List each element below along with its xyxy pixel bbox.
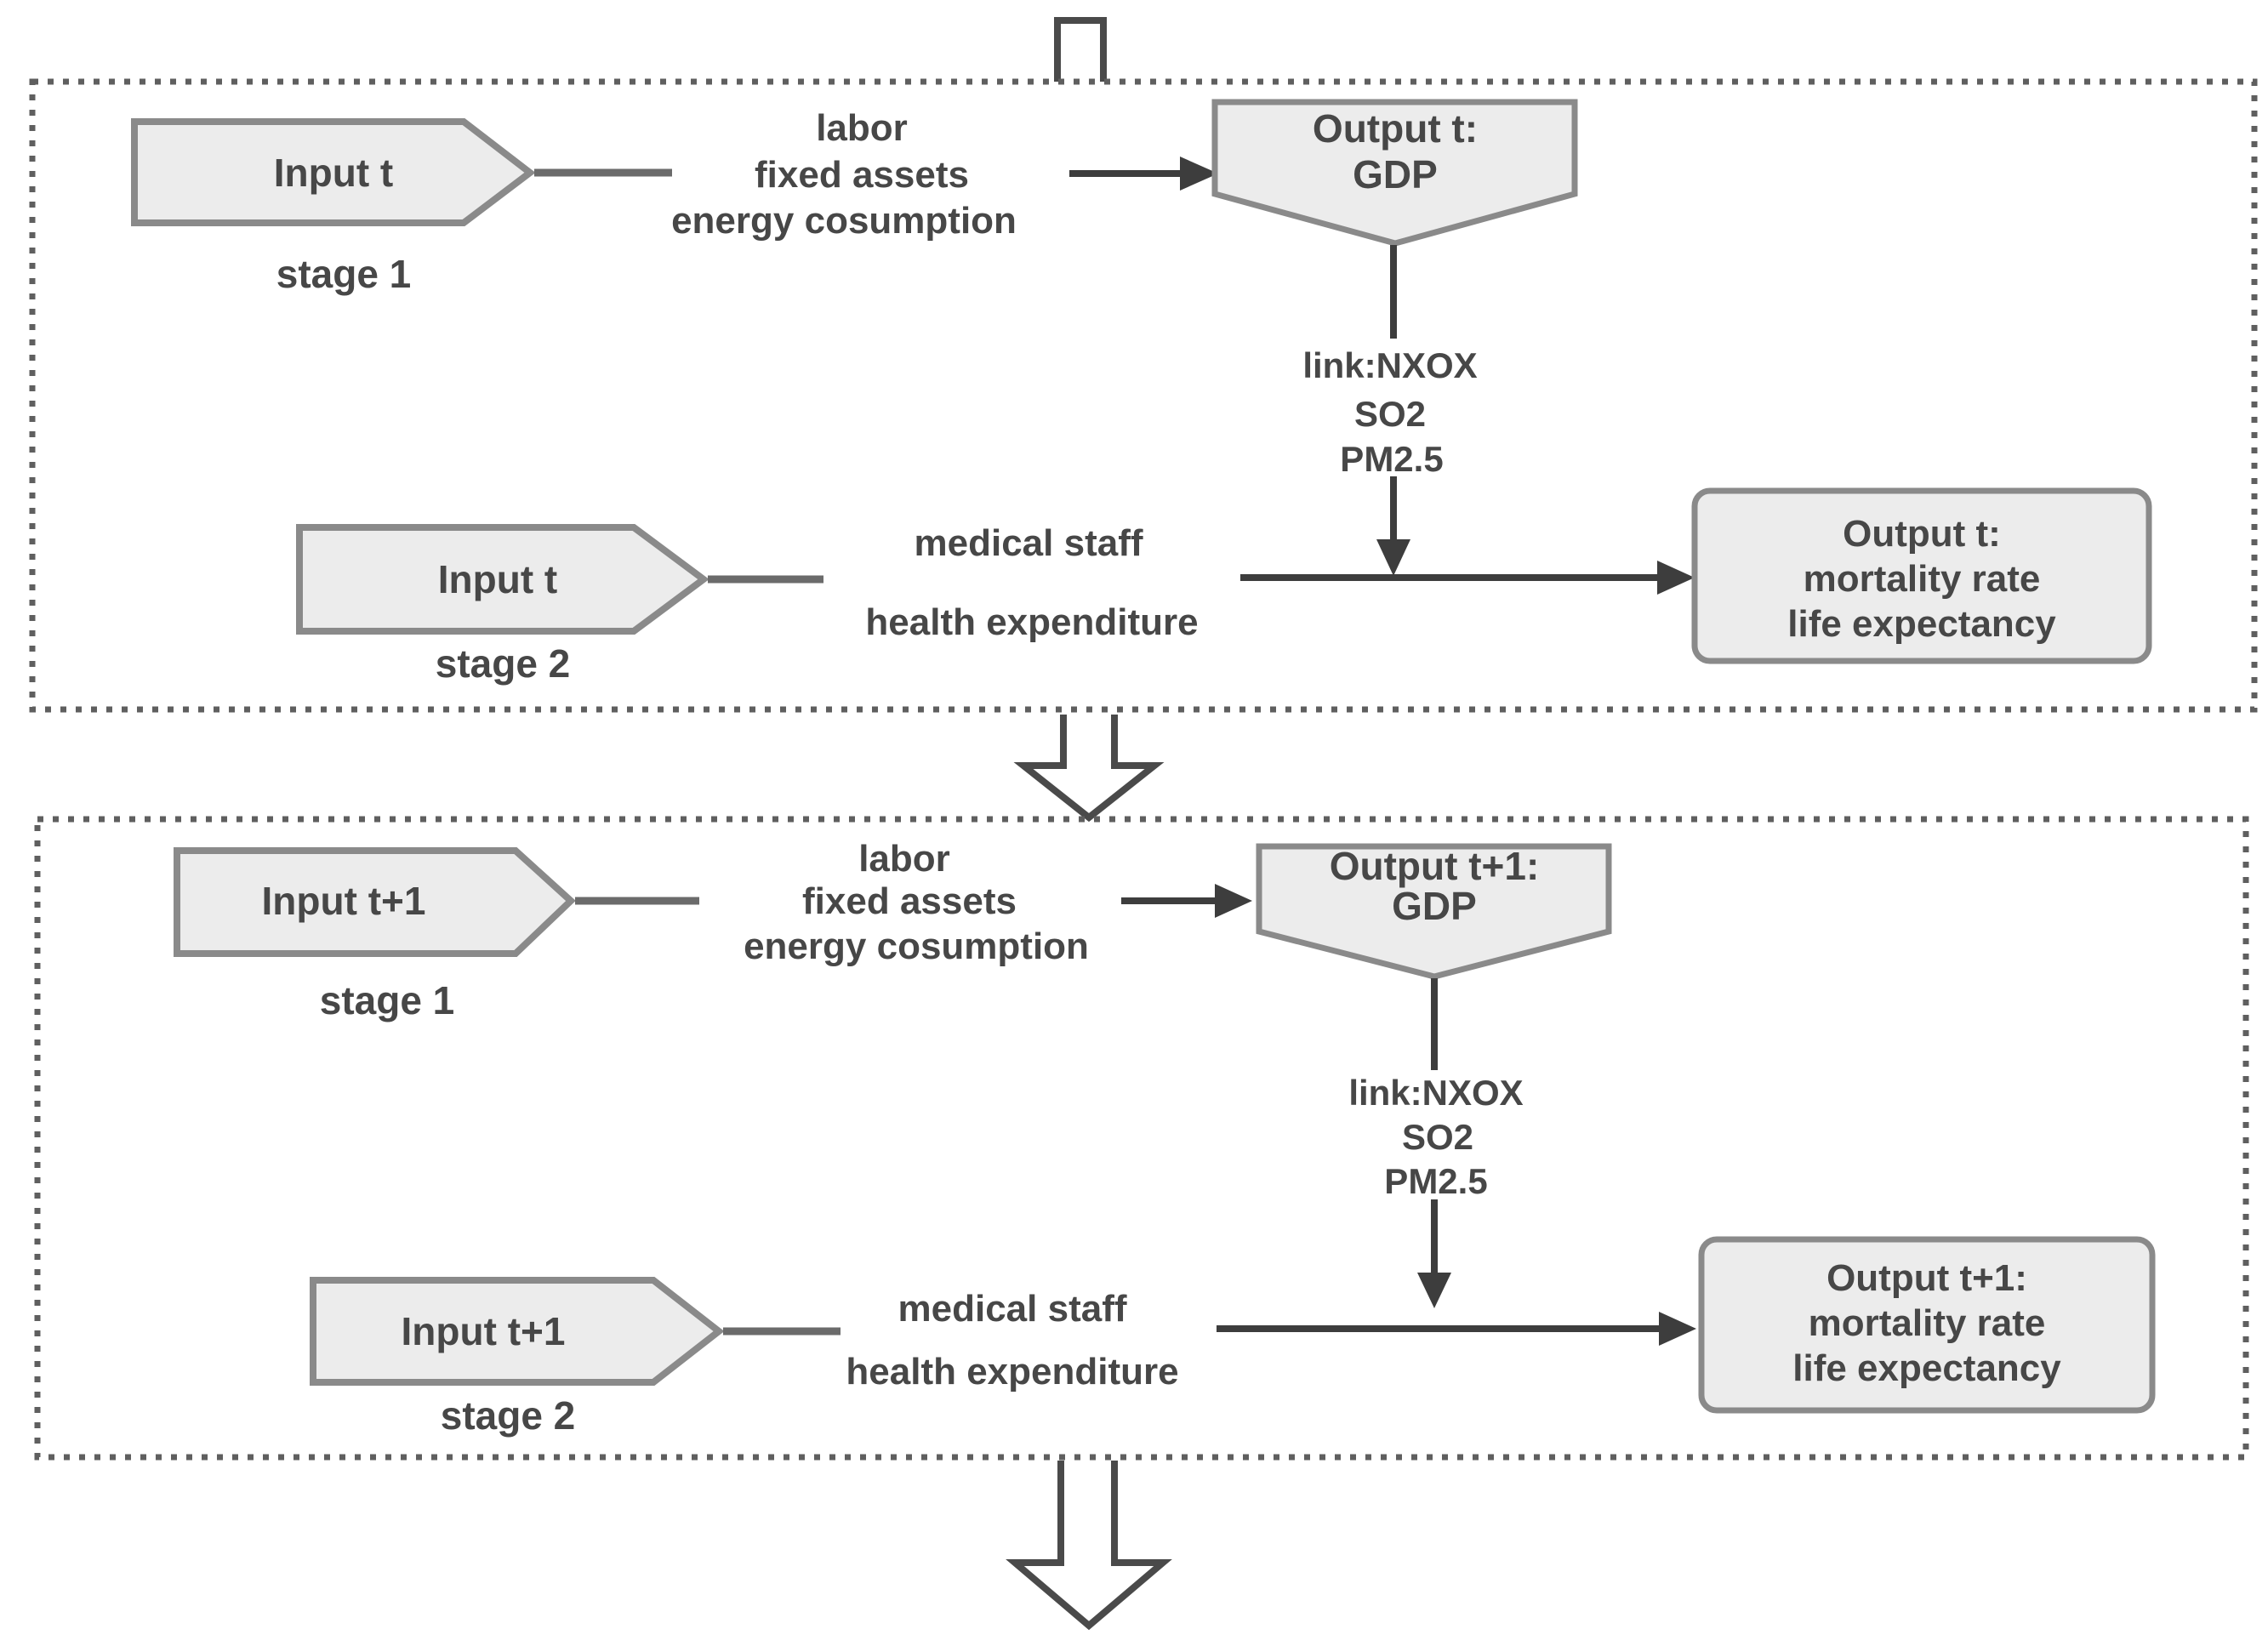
input-t1-stage1-label: Input t+1 bbox=[261, 879, 426, 923]
stage1-t1-resource-labor: labor bbox=[858, 838, 950, 880]
stage2-t1-resource-health-expenditure: health expenditure bbox=[846, 1351, 1179, 1393]
stage1-t1-resource-fixed-assets: fixed assets bbox=[802, 880, 1017, 922]
period-t1-box bbox=[34, 816, 2249, 1461]
health-output-t1-title: Output t+1: bbox=[1826, 1257, 2027, 1299]
input-t1-stage2-label: Input t+1 bbox=[401, 1309, 566, 1353]
stage1-t-caption: stage 1 bbox=[276, 252, 412, 296]
link-t1-so2-label: SO2 bbox=[1401, 1117, 1474, 1157]
inter-period-flow-arrow-icon bbox=[1013, 715, 1165, 823]
stage1-t1-resource-energy: energy cosumption bbox=[744, 926, 1089, 967]
input-t-stage2-pentagon bbox=[296, 524, 709, 635]
input-t-stage1-pentagon bbox=[131, 118, 536, 226]
gdp-output-t1-pentagon bbox=[1256, 843, 1612, 980]
gdp-output-t-value: GDP bbox=[1353, 152, 1438, 196]
health-output-t1-mortality: mortality rate bbox=[1808, 1302, 2046, 1344]
stage2-t1-resource-medical-staff: medical staff bbox=[898, 1288, 1127, 1330]
stage2-t-caption: stage 2 bbox=[435, 641, 571, 686]
top-flow-tail-arrow-icon bbox=[1054, 17, 1107, 82]
pollution-link-arrowhead-t1-icon bbox=[1417, 1273, 1451, 1308]
stage2-t1-caption: stage 2 bbox=[440, 1393, 576, 1438]
gdp-output-t1-title: Output t+1: bbox=[1329, 844, 1540, 888]
gdp-output-t-pentagon bbox=[1211, 99, 1578, 247]
stage1-t-input-arrowhead-icon bbox=[1180, 157, 1218, 191]
health-output-t-life-expectancy: life expectancy bbox=[1787, 603, 2056, 645]
link-t1-nxox-label: link:NXOX bbox=[1348, 1073, 1524, 1113]
gdp-output-t-title: Output t: bbox=[1312, 106, 1479, 151]
stage2-t-output-arrowhead-icon bbox=[1657, 561, 1695, 595]
link-t-so2-label: SO2 bbox=[1353, 394, 1427, 434]
input-t-stage2-label: Input t bbox=[437, 557, 558, 601]
input-t1-stage2-pentagon bbox=[310, 1277, 725, 1386]
stage2-t-resource-health-expenditure: health expenditure bbox=[865, 601, 1199, 643]
stage1-t-resource-energy: energy cosumption bbox=[671, 200, 1017, 242]
input-t-stage1-label: Input t bbox=[273, 151, 394, 195]
input-t1-stage1-pentagon bbox=[174, 847, 576, 957]
stage1-t1-input-arrowhead-icon bbox=[1215, 884, 1252, 918]
link-t1-pm25-label: PM2.5 bbox=[1384, 1161, 1488, 1201]
health-output-t1-box bbox=[1698, 1236, 2156, 1414]
stage2-t-resource-medical-staff: medical staff bbox=[914, 522, 1143, 564]
stage2-t1-output-arrowhead-icon bbox=[1659, 1312, 1696, 1346]
gdp-output-t1-value: GDP bbox=[1392, 884, 1477, 928]
stage1-t-resource-labor: labor bbox=[816, 107, 908, 149]
bottom-flow-arrow-icon bbox=[1006, 1461, 1172, 1631]
health-output-t-title: Output t: bbox=[1843, 513, 2001, 555]
link-t-pm25-label: PM2.5 bbox=[1340, 439, 1444, 479]
pollution-link-arrowhead-t-icon bbox=[1376, 539, 1410, 576]
health-output-t1-life-expectancy: life expectancy bbox=[1792, 1347, 2061, 1389]
stage1-t1-caption: stage 1 bbox=[319, 978, 455, 1022]
stage1-t-resource-fixed-assets: fixed assets bbox=[755, 154, 969, 196]
health-output-t-box bbox=[1691, 487, 2152, 664]
health-output-t-mortality: mortality rate bbox=[1803, 558, 2041, 600]
link-t-nxox-label: link:NXOX bbox=[1302, 345, 1478, 385]
